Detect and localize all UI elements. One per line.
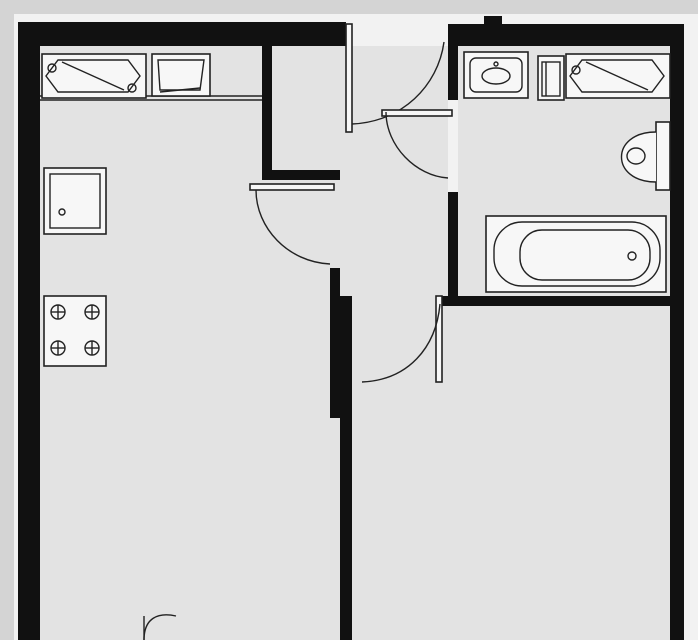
sink-icon	[41, 53, 147, 99]
kitchen-door	[249, 183, 335, 265]
stove-icon	[43, 295, 107, 367]
wall-bedroom-top	[438, 296, 672, 306]
wall-top-left	[18, 22, 340, 46]
counter-icon	[565, 53, 671, 99]
wall-right-exterior	[670, 24, 684, 640]
washbasin-icon	[463, 51, 529, 99]
wall-top-right	[448, 24, 672, 46]
wall-corridor-nook-left	[262, 46, 272, 178]
wall-top-corner-notch	[484, 16, 502, 26]
washer-icon	[537, 55, 565, 101]
bathtub-icon	[485, 215, 667, 293]
bathroom-door	[381, 109, 453, 179]
balcony-door	[143, 614, 177, 640]
wall-corridor-nook-bottom	[262, 170, 340, 180]
walls	[18, 16, 684, 640]
wall-bathroom-left-lower	[448, 192, 458, 304]
wall-left-exterior	[18, 22, 40, 640]
wall-bathroom-left-upper	[448, 24, 458, 100]
entrance-door	[345, 23, 445, 133]
bedroom-door	[361, 295, 443, 383]
room-bedroom	[352, 304, 672, 640]
wall-fragment-entrance	[340, 22, 346, 46]
fridge-icon	[43, 167, 107, 235]
toilet-icon	[620, 121, 671, 191]
wall-kitchen-bedroom-upper	[330, 268, 340, 418]
cabinet-icon	[151, 53, 211, 97]
wall-kitchen-bedroom-lower	[340, 296, 352, 640]
